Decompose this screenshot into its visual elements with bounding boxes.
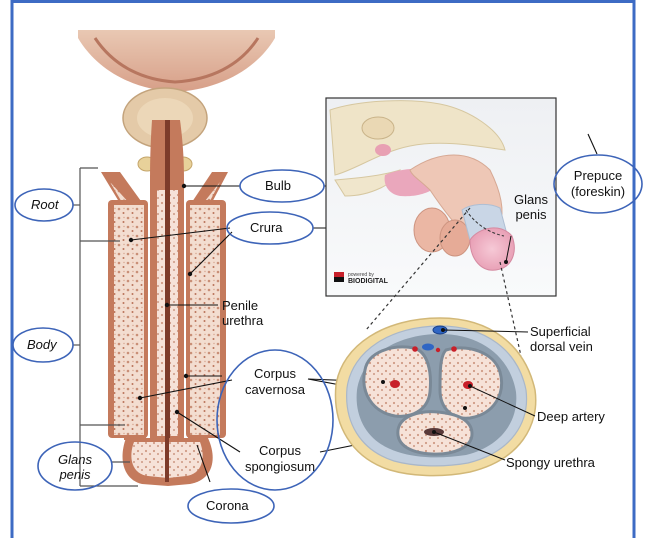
oval-bulb bbox=[239, 169, 325, 203]
biodigital-inset bbox=[325, 97, 557, 297]
region-brackets bbox=[73, 167, 138, 487]
label-penile-urethra-2: urethra bbox=[222, 313, 264, 328]
label-ovals bbox=[12, 154, 643, 524]
label-prepuce-2: (foreskin) bbox=[570, 184, 626, 199]
logo-biodigital: BIODIGITAL bbox=[348, 278, 388, 285]
label-corpus-spongiosum-1: Corpus bbox=[259, 443, 301, 458]
label-inset-glans-1: Glans bbox=[514, 192, 548, 207]
oval-body bbox=[12, 327, 74, 363]
label-corpus-spongiosum-2: spongiosum bbox=[244, 459, 316, 474]
label-glans-penis-1: Glans bbox=[58, 452, 92, 467]
label-inset-glans-2: penis bbox=[515, 207, 547, 222]
label-prepuce-1: Prepuce bbox=[573, 168, 623, 183]
oval-prepuce bbox=[553, 154, 643, 214]
label-body: Body bbox=[27, 337, 57, 352]
label-corona: Corona bbox=[206, 498, 249, 513]
label-spongy-urethra: Spongy urethra bbox=[506, 455, 595, 470]
label-corpus-cavernosa-1: Corpus bbox=[254, 366, 296, 381]
label-glans-penis-2: penis bbox=[59, 467, 91, 482]
label-penile-urethra-1: Penile bbox=[222, 298, 259, 313]
label-root: Root bbox=[31, 197, 59, 212]
outer-frame bbox=[10, 0, 636, 538]
label-superficial-dorsal-vein-1: Superficial bbox=[530, 324, 591, 339]
oval-crura bbox=[226, 211, 314, 245]
label-deep-artery: Deep artery bbox=[537, 409, 605, 424]
label-crura: Crura bbox=[250, 220, 283, 235]
oval-root bbox=[14, 188, 74, 222]
dotted-connector-lines bbox=[365, 207, 522, 357]
label-bulb: Bulb bbox=[265, 178, 292, 193]
logo-powered-by: powered by bbox=[348, 272, 374, 278]
oval-glans-penis bbox=[37, 441, 113, 491]
cross-section-illustration bbox=[334, 317, 537, 477]
oval-corpus bbox=[216, 349, 334, 491]
longitudinal-section-illustration bbox=[78, 30, 275, 486]
oval-corona bbox=[187, 488, 275, 524]
label-superficial-dorsal-vein-2: dorsal vein bbox=[530, 339, 593, 354]
label-corpus-cavernosa-2: cavernosa bbox=[245, 382, 305, 397]
